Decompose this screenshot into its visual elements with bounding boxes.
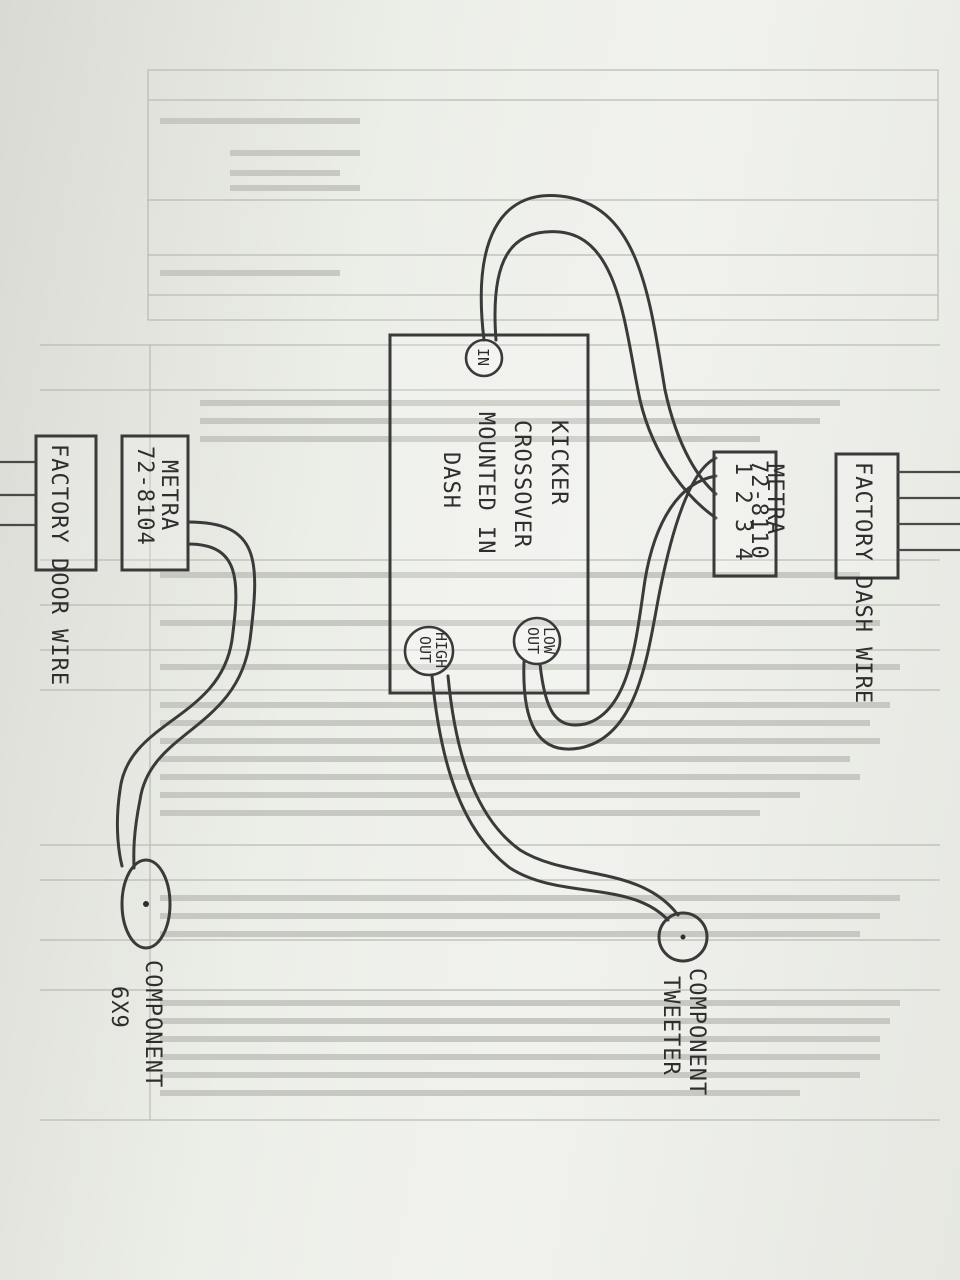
crossover-label-2: CROSSOVER [509,420,534,548]
factory-dash-wire: FACTORY DASH WIRE [834,452,960,704]
crossover-label-3: MOUNTED IN [473,412,498,554]
port-high-label-1: HIGH [432,632,450,668]
factory-dash-wire-label: FACTORY DASH WIRE [850,462,875,704]
metra-door-harness: METRA 72-8104 [120,434,190,572]
metra-dash-harness: METRA 72-8110 1 2 3 4 [712,450,787,578]
factory-door-wire-label: FACTORY DOOR WIRE [46,444,71,686]
wire-door-to-6x9 [115,520,257,870]
factory-door-wire: FACTORY DOOR WIRE [0,434,98,686]
port-low-out [512,616,562,666]
metra-dash-part: 72-8110 [746,460,771,560]
wire-low-out-to-dash [522,456,718,751]
metra-door-label: METRA [156,460,181,531]
port-high-out [403,625,455,677]
metra-dash-pins: 1 2 3 4 [730,462,755,562]
component-tweeter [657,911,709,963]
port-low-label-2: OUT [524,627,542,654]
port-high-label-2: OUT [416,636,434,663]
component-6x9-speaker [120,858,172,950]
metra-door-part: 72-8104 [132,446,157,546]
component-tweeter-type: TWEETER [658,976,683,1076]
crossover-label-1: KICKER [546,420,571,505]
metra-dash-label: METRA [762,464,787,535]
kicker-crossover: KICKER CROSSOVER MOUNTED IN DASH IN LOW … [388,333,590,695]
background-print [40,69,940,1121]
component-6x9-label: COMPONENT [140,960,165,1088]
crossover-label-4: DASH [438,452,463,509]
component-6x9-size: 6X9 [106,986,131,1029]
port-in-label: IN [474,348,492,366]
port-low-label-1: LOW [540,627,558,655]
wire-in-to-dash [479,194,718,520]
component-tweeter-label: COMPONENT [684,968,709,1096]
wire-high-out-to-tweeter [430,674,680,922]
